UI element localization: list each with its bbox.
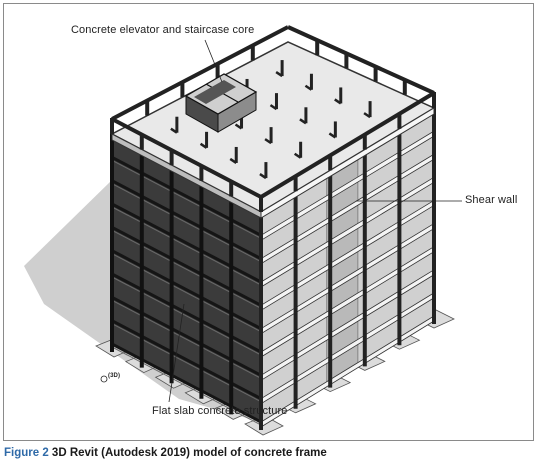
left-floor-beam — [111, 296, 262, 377]
roof-column-stub-base — [334, 98, 342, 105]
roof-parapet-rail — [111, 117, 262, 199]
roof-column-stub-base — [299, 118, 307, 125]
caption-label: Figure 2 — [4, 447, 49, 459]
roof-parapet-rail — [287, 25, 435, 95]
roof-column-stub-base — [275, 71, 283, 78]
left-floor-beam — [111, 319, 262, 400]
left-floor-edge — [111, 229, 262, 309]
left-floor-edge — [111, 323, 262, 403]
core-shaft-opening — [194, 80, 236, 104]
roof-parapet-rail — [111, 25, 289, 121]
callout-shear-wall: Shear wall — [465, 194, 518, 206]
roof-column-stub-base — [363, 112, 371, 119]
roof-slab — [110, 25, 436, 219]
ground-shadow — [24, 180, 261, 422]
roof-column-stub-base — [264, 138, 272, 145]
left-floor-edge — [111, 276, 262, 356]
roof-column-stub-base — [229, 157, 237, 165]
figure-frame: Concrete elevator and staircase core She… — [3, 3, 534, 441]
left-floor-beam — [111, 249, 262, 330]
callout-flat-slab: Flat slab concrete structure — [152, 405, 288, 417]
left-floor-edge — [111, 206, 262, 286]
left-floor-beam — [111, 179, 262, 260]
left-floor-beam — [111, 156, 262, 237]
callout-leaders — [100, 39, 462, 403]
roof-column-stub-base — [328, 132, 337, 139]
left-floor-beam — [111, 202, 262, 284]
roof-column-stub-base — [234, 123, 243, 130]
roof-parapet-rail — [259, 91, 436, 199]
left-floor-edge — [111, 299, 262, 379]
left-floor-edge — [111, 346, 262, 426]
roof-column-stub-base — [304, 84, 313, 91]
figure-caption: Figure 2 3D Revit (Autodesk 2019) model … — [4, 447, 327, 459]
roof-edge-right — [260, 107, 435, 219]
elevator-staircase-core — [184, 73, 258, 133]
caption-text: 3D Revit (Autodesk 2019) model of concre… — [48, 447, 327, 459]
leader-core — [204, 39, 223, 83]
roof-column-stub-base — [269, 104, 278, 111]
building-model-drawing — [24, 25, 462, 436]
left-facade-frame — [110, 132, 263, 430]
leader-flat-slab — [168, 303, 185, 403]
left-floor-beam — [111, 226, 262, 307]
roof-column-stub-base — [199, 142, 208, 149]
roof-column-stub-base — [293, 152, 302, 159]
view-marker-circle — [100, 375, 108, 383]
left-floor-edge — [111, 159, 262, 239]
callout-core: Concrete elevator and staircase core — [71, 24, 255, 36]
roof-column-stub-base — [170, 127, 178, 134]
left-floor-edge — [111, 183, 262, 263]
roof-column-stub-base — [259, 173, 267, 180]
left-floor-beam — [111, 342, 262, 424]
view-marker: (3D) — [108, 373, 121, 379]
left-facade-fill — [112, 134, 261, 422]
left-floor-edge — [111, 253, 262, 333]
shadow-shape — [24, 180, 261, 422]
left-floor-beam — [111, 272, 262, 354]
